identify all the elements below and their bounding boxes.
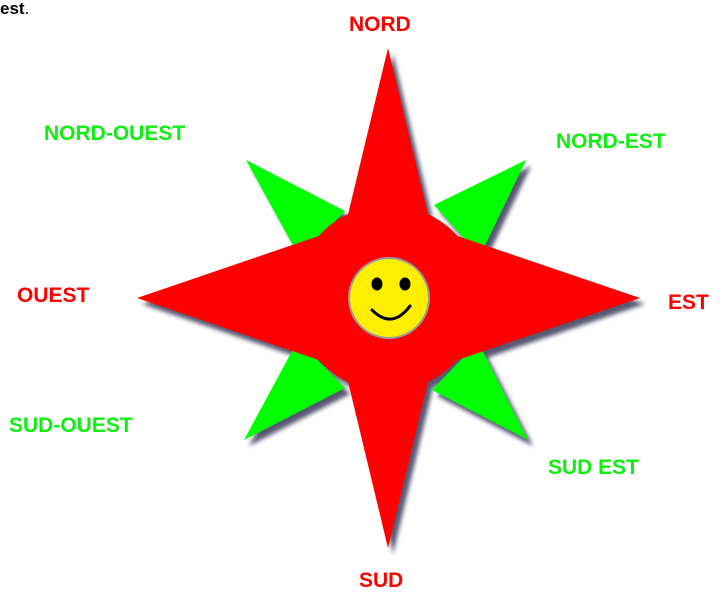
label-east: EST [668, 292, 709, 313]
label-northeast: NORD-EST [556, 131, 666, 152]
smiley-left-eye [372, 278, 383, 291]
label-south: SUD [359, 570, 403, 591]
smiley-face-icon [349, 258, 429, 338]
smiley-face-circle [349, 258, 429, 338]
label-southeast: SUD EST [548, 457, 639, 478]
label-west: OUEST [17, 285, 89, 306]
label-north: NORD [349, 14, 411, 35]
smiley-right-eye [400, 278, 411, 291]
label-northwest: NORD-OUEST [44, 123, 185, 144]
label-southwest: SUD-OUEST [9, 415, 133, 436]
